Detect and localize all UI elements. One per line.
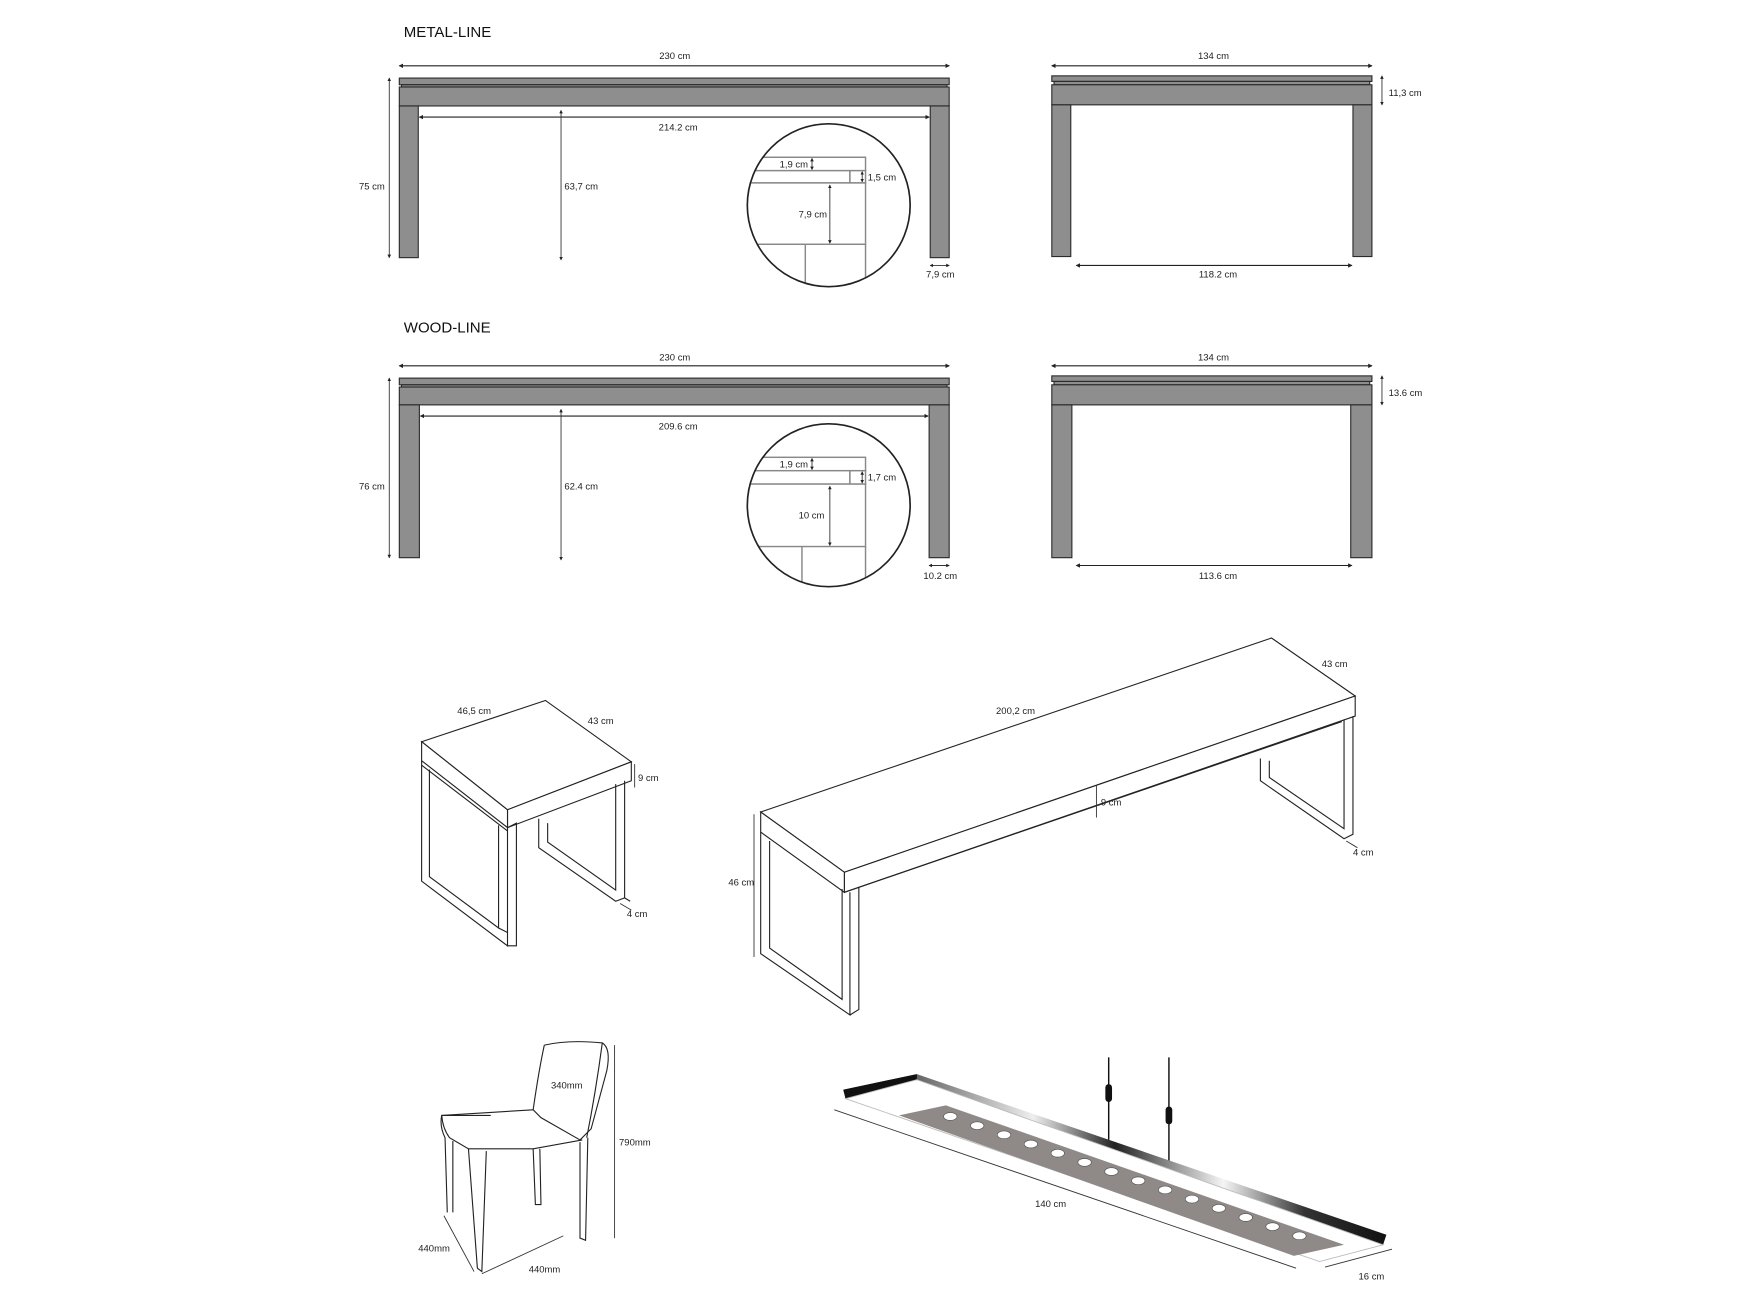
led-light	[1077, 1158, 1092, 1167]
dim-clearance: 63,7 cm	[564, 182, 598, 193]
wood-line-detail-circle: 1,9 cm 1,7 cm 10 cm	[746, 423, 911, 588]
dim-width: 134 cm	[1198, 352, 1229, 363]
dim-width: 16 cm	[1359, 1271, 1385, 1282]
dim-length: 230 cm	[659, 51, 690, 62]
dim-depth: 43 cm	[588, 716, 614, 727]
dim-height: 75 cm	[359, 182, 385, 193]
dim-top-height: 13.6 cm	[1389, 388, 1423, 399]
dim-inner-width: 209.6 cm	[659, 421, 698, 432]
dim-length: 200,2 cm	[996, 706, 1035, 717]
led-light	[1050, 1148, 1065, 1158]
cable-clip	[1165, 1106, 1173, 1125]
table-leg	[1350, 404, 1373, 559]
led-light	[1292, 1231, 1307, 1241]
metal-line-title: METAL-LINE	[404, 24, 492, 41]
metal-line-detail-circle: 1,9 cm 1,5 cm 7,9 cm	[746, 122, 911, 288]
table-leg	[398, 404, 420, 559]
led-light	[1265, 1222, 1280, 1231]
led-light	[1104, 1167, 1119, 1176]
metal-line-section: METAL-LINE 230 cm 75 cm 214.2 cm 63,7 cm…	[359, 24, 1422, 288]
dim-leg-width: 10.2 cm	[923, 571, 957, 582]
metal-line-side-view: 134 cm 11,3 cm 118.2 cm	[1051, 51, 1422, 281]
dim-leg-width: 7,9 cm	[926, 270, 955, 281]
dim-top-height: 9 cm	[638, 773, 659, 784]
table-leg	[928, 404, 950, 559]
led-panel	[899, 1105, 1345, 1256]
led-light	[1211, 1204, 1226, 1213]
dim-height: 46 cm	[728, 878, 754, 889]
table-leg	[929, 105, 950, 259]
dim-length: 230 cm	[659, 352, 690, 363]
table-leg	[1352, 104, 1373, 258]
led-light	[1184, 1194, 1200, 1204]
led-row	[943, 1112, 1307, 1241]
dim-inner-width: 214.2 cm	[659, 123, 698, 134]
dim-length: 46,5 cm	[457, 706, 491, 717]
detail-middle: 1,7 cm	[868, 473, 897, 484]
wood-line-section: WOOD-LINE 230 cm 76 cm 209.6 cm 62.4 cm …	[359, 319, 1423, 588]
detail-middle: 1,5 cm	[868, 173, 897, 184]
table-leg	[1051, 104, 1072, 258]
chair-drawing: 340mm 790mm 440mm 440mm	[418, 1041, 651, 1276]
dim-frame: 4 cm	[1353, 848, 1374, 859]
wood-line-title: WOOD-LINE	[404, 319, 491, 336]
dim-depth: 440mm	[418, 1243, 450, 1254]
stool-drawing: 46,5 cm 43 cm 9 cm 4 cm	[420, 699, 659, 947]
wood-line-side-view: 134 cm 13.6 cm 113.6 cm	[1051, 352, 1423, 582]
led-light	[1158, 1185, 1173, 1195]
detail-apron: 10 cm	[799, 511, 825, 522]
dim-width: 440mm	[529, 1265, 561, 1276]
wood-line-front-view: 230 cm 76 cm 209.6 cm 62.4 cm 10.2 cm	[359, 352, 957, 582]
dim-inner-width: 113.6 cm	[1199, 571, 1237, 582]
detail-top: 1,9 cm	[780, 459, 809, 470]
led-light	[943, 1112, 958, 1121]
dim-height: 76 cm	[359, 482, 385, 493]
dim-inner-width: 118.2 cm	[1199, 270, 1237, 281]
bench-drawing: 9 cm 200,2 cm 43 cm 46 cm 4 cm	[728, 637, 1374, 1017]
led-light	[1131, 1176, 1146, 1186]
metal-line-front-view: 230 cm 75 cm 214.2 cm 63,7 cm 7,9 cm	[359, 51, 955, 281]
detail-apron: 7,9 cm	[799, 210, 828, 221]
dim-width: 134 cm	[1198, 51, 1229, 62]
detail-top: 1,9 cm	[780, 159, 809, 170]
led-light	[970, 1121, 985, 1130]
dim-height: 790mm	[619, 1138, 651, 1149]
led-light	[996, 1130, 1012, 1140]
pendant-lamp-drawing: 140 cm 16 cm	[834, 1057, 1393, 1282]
cable-clip	[1105, 1084, 1113, 1102]
led-light	[1238, 1213, 1253, 1222]
dim-back: 340mm	[551, 1081, 583, 1092]
dim-depth: 43 cm	[1322, 659, 1348, 670]
dim-top-height: 11,3 cm	[1389, 88, 1422, 99]
dim-frame: 4 cm	[627, 909, 648, 920]
dim-length: 140 cm	[1035, 1199, 1066, 1210]
dim-clearance: 62.4 cm	[564, 482, 598, 493]
table-leg	[1051, 404, 1073, 559]
table-leg	[398, 105, 419, 259]
led-light	[1023, 1139, 1038, 1149]
dim-top-height: 9 cm	[1101, 797, 1122, 808]
